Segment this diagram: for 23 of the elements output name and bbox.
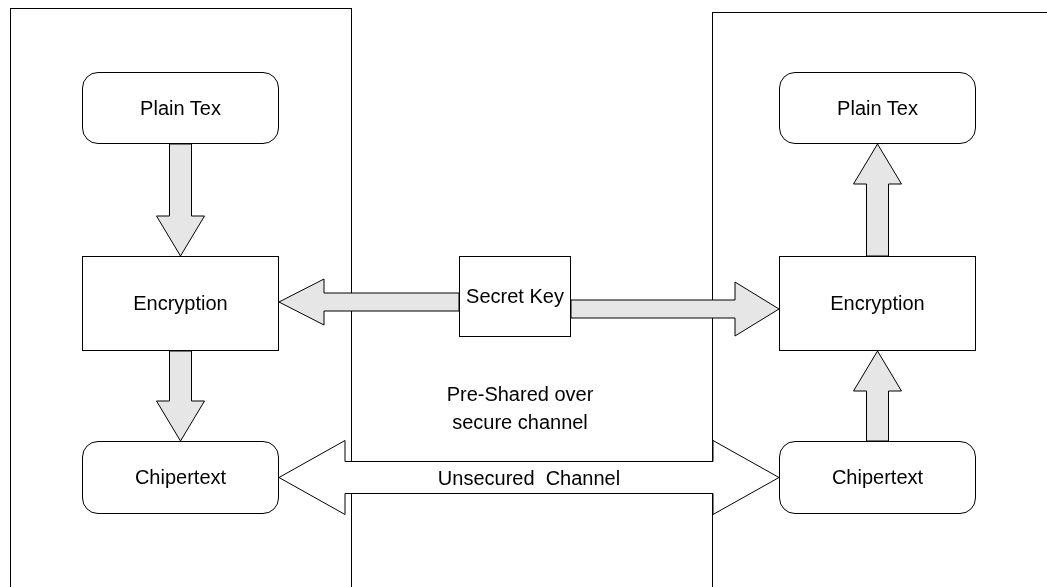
node-text: Chipertext xyxy=(831,465,924,490)
node-text: Plain Tex xyxy=(140,95,221,121)
note-text: Pre-Shared over secure channel xyxy=(445,382,595,435)
rounded-box xyxy=(779,72,976,144)
rounded-box xyxy=(779,441,976,514)
node-text: Encryption xyxy=(133,291,228,316)
node-text: Secret Key xyxy=(466,284,564,309)
panel-box xyxy=(10,8,352,587)
block-arrow xyxy=(853,350,902,442)
node-text: Encryption xyxy=(830,291,925,316)
block-arrow xyxy=(570,281,780,337)
block-arrow xyxy=(278,278,460,326)
node-text: Plain Tex xyxy=(837,95,918,121)
block-arrow xyxy=(853,143,902,257)
process-box xyxy=(779,256,976,351)
rounded-box xyxy=(82,441,279,514)
node-text: Chipertext xyxy=(134,465,227,490)
process-box xyxy=(82,256,279,351)
process-box xyxy=(459,256,571,337)
block-arrow xyxy=(156,350,205,442)
panel-box xyxy=(712,12,1047,587)
rounded-box xyxy=(82,72,279,144)
block-arrow xyxy=(156,143,205,257)
